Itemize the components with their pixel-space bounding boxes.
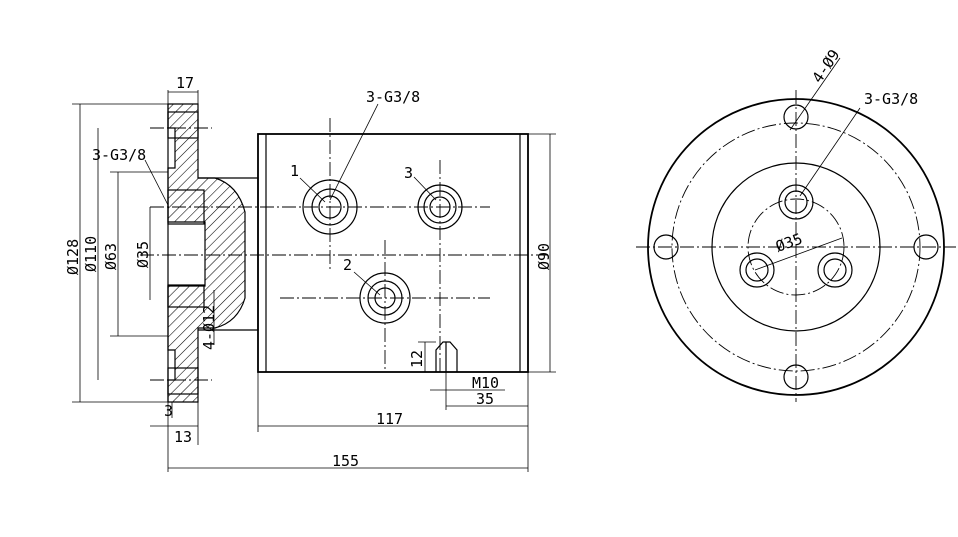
end-port-right [817,252,853,288]
spigot-label: Ø63 [102,243,120,270]
end-port-circle-label: Ø35 [773,230,805,256]
bore-label: Ø35 [134,241,152,268]
mounting-hole-top [783,104,809,130]
port-number-2: 2 [343,256,352,274]
port-callout-label: 3-G3/8 [366,88,420,106]
port-1 [302,179,358,235]
mounting-hole-left [653,234,679,260]
flange-thickness-label: 17 [176,74,194,92]
port-2 [359,272,411,324]
port-number-3: 3 [404,164,413,182]
hub-label: 13 [174,428,192,446]
body-length-label: 117 [376,410,403,428]
thread-offset-label: 35 [476,390,494,408]
pin-height-label: 12 [408,350,426,368]
port-number-1: 1 [290,162,299,180]
mounting-hole-right [913,234,939,260]
port-3 [417,184,463,230]
side-view [72,90,556,472]
end-port-top [778,184,814,220]
wall-label: 3 [164,402,173,420]
rotary-body [257,133,529,373]
body-diameter-label: Ø90 [535,243,553,270]
end-port-left [739,252,775,288]
bolt-circle-label: Ø110 [82,236,100,272]
mounting-hole-bottom [783,364,809,390]
end-port-callout-label: 3-G3/8 [864,90,918,108]
end-view [636,57,956,402]
outer-diameter-label: Ø128 [64,239,82,275]
pin-thread-label: M10 [472,374,499,392]
flange-port-callout-label: 3-G3/8 [92,146,146,164]
overall-length-label: 155 [332,452,359,470]
end-holes-callout-label: 4-Ø9 [808,46,843,86]
flange-holes-label: 4-Ø12 [200,305,218,350]
anti-rotation-pin [418,341,458,373]
flange-section [167,103,246,403]
